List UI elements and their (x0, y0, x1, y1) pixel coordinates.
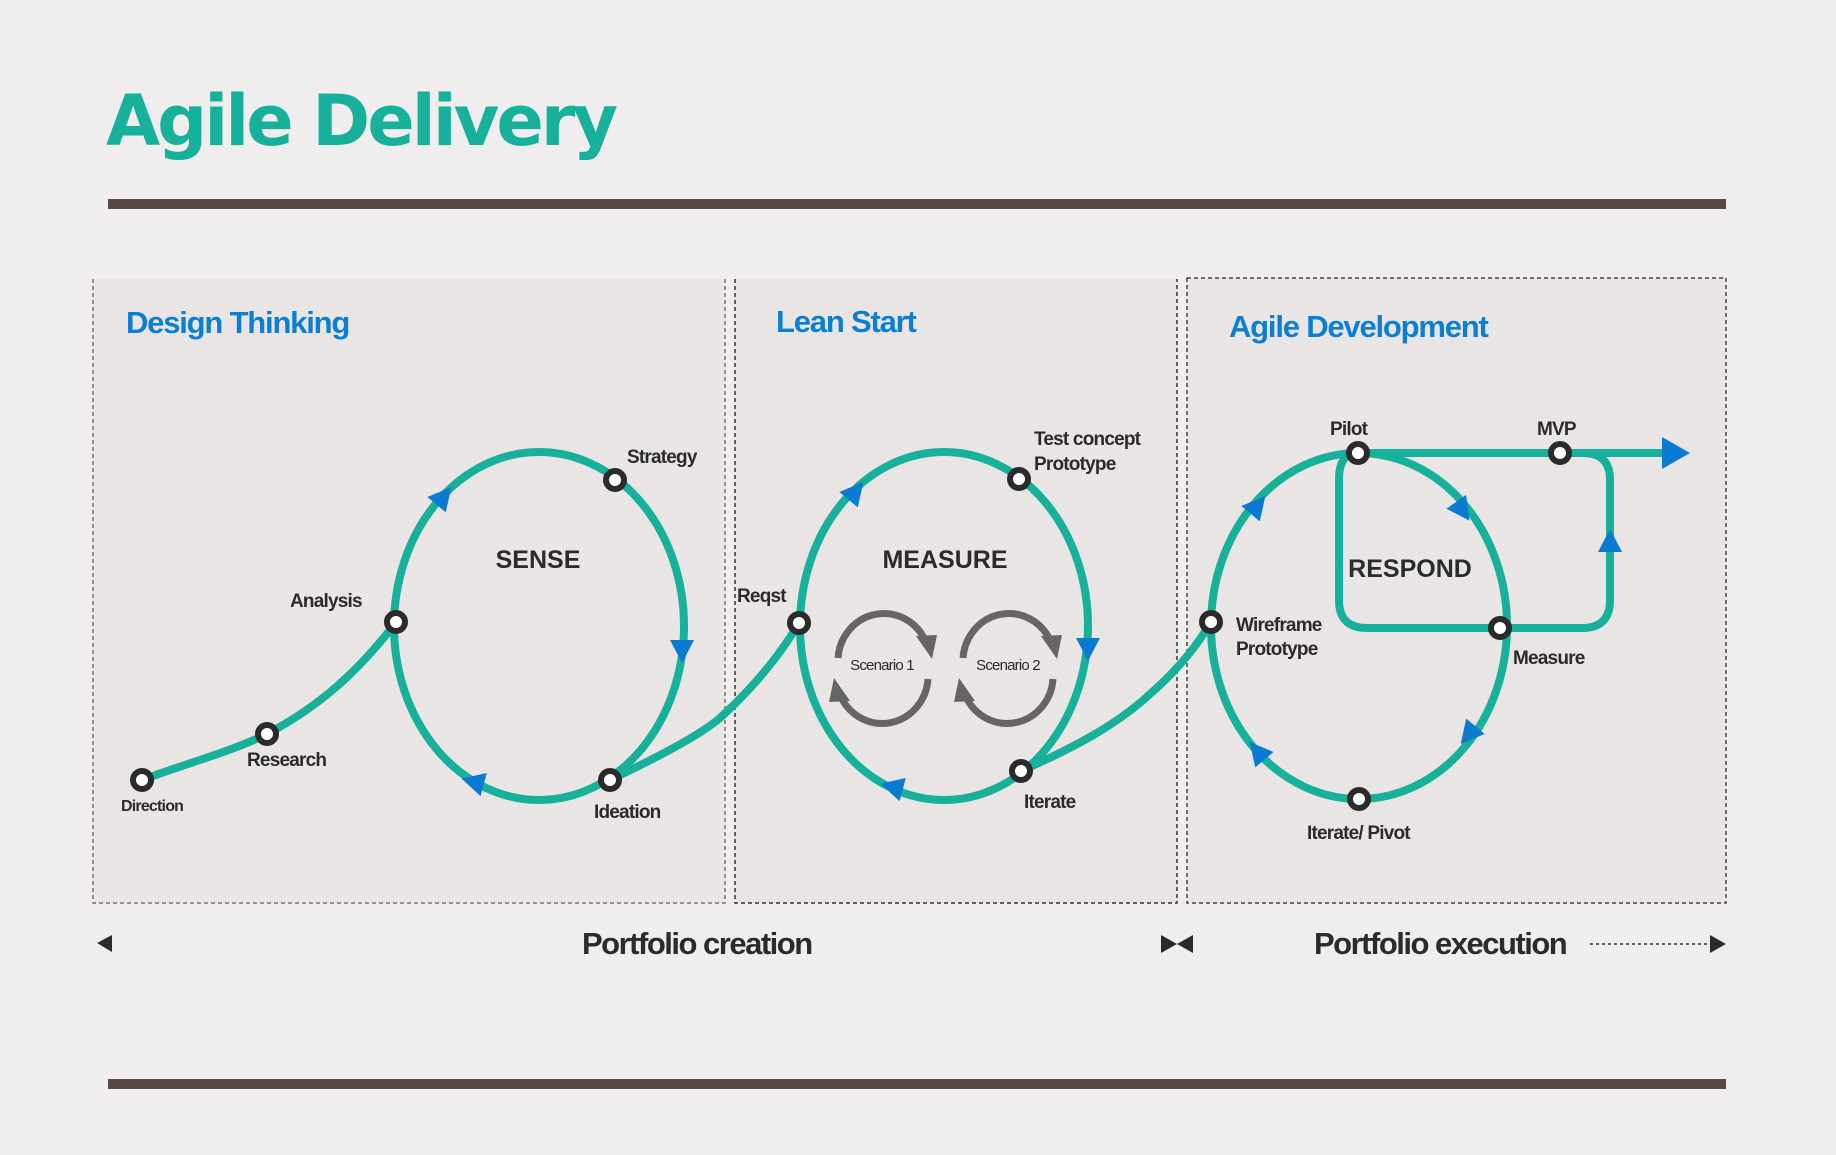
arrow-icon (1460, 718, 1485, 744)
node-analysis[interactable] (384, 610, 408, 634)
node-test-concept[interactable] (1007, 467, 1031, 491)
scenario-2-label: Scenario 2 (976, 657, 1040, 674)
nodes (130, 441, 1572, 811)
arrow-icon (1241, 496, 1266, 522)
refresh-arrow-icon (916, 635, 937, 659)
node-research[interactable] (255, 722, 279, 746)
respond-inner-loop (1335, 449, 1614, 632)
exit-arrow-icon (1662, 437, 1690, 469)
page-title: Agile Delivery (106, 80, 618, 162)
timeline-phase-marker-icon (1177, 935, 1193, 953)
node-reqst[interactable] (787, 611, 811, 635)
label-pilot: Pilot (1330, 419, 1369, 440)
refresh-arrow-icon (1041, 635, 1062, 659)
panel-agile-development (1187, 278, 1726, 903)
panel-border-lean-start (734, 279, 1178, 904)
arrow-icon (461, 772, 487, 797)
panel-design-thinking (93, 279, 725, 903)
timeline-end-arrow-icon (1710, 935, 1726, 953)
arrow-icon (427, 487, 452, 513)
timeline: Portfolio creation Portfolio execution (97, 926, 1726, 961)
footer-divider (108, 1079, 1726, 1089)
node-strategy[interactable] (603, 468, 627, 492)
timeline-start-arrow-icon (97, 935, 112, 952)
node-measure[interactable] (1488, 616, 1512, 640)
label-mvp: MVP (1537, 419, 1577, 440)
scenario-1-top-arc (834, 610, 929, 659)
scenario-2-bottom-arc (962, 678, 1057, 727)
node-direction[interactable] (130, 768, 154, 792)
scenario-1-bottom-arc (837, 678, 932, 727)
node-pilot[interactable] (1346, 441, 1370, 465)
arrow-icon (839, 482, 864, 508)
section-heading-agile-development: Agile Development (1229, 309, 1489, 344)
label-test-prototype: Prototype (1034, 454, 1116, 475)
timeline-phase-marker-icon (1161, 935, 1177, 953)
label-iterate-pivot: Iterate/ Pivot (1307, 823, 1411, 844)
arrow-icon (1249, 742, 1274, 768)
node-mvp[interactable] (1548, 441, 1572, 465)
arrow-icon (1598, 529, 1622, 552)
panel-border-design-thinking (92, 279, 726, 904)
arrow-icon (1446, 494, 1470, 521)
panels (92, 277, 1727, 904)
refresh-arrow-icon (954, 678, 975, 702)
path-ideation-to-reqst (606, 619, 803, 784)
arrow-icon (880, 777, 906, 802)
label-test-concept: Test concept (1034, 429, 1142, 450)
section-heading-lean-start: Lean Start (776, 304, 916, 339)
timeline-portfolio-execution: Portfolio execution (1314, 926, 1567, 961)
path-iterate-to-wireframe (1017, 618, 1215, 775)
arrow-icon (670, 640, 694, 663)
label-ideation: Ideation (594, 802, 661, 823)
label-analysis: Analysis (290, 591, 362, 612)
arrow-icon (1076, 638, 1100, 661)
section-heading-design-thinking: Design Thinking (126, 305, 349, 340)
label-direction: Direction (121, 798, 183, 815)
scenario-2-top-arc (959, 610, 1054, 659)
node-iterate[interactable] (1009, 759, 1033, 783)
label-research: Research (247, 750, 326, 771)
label-wireframe-prototype: Prototype (1236, 639, 1318, 660)
label-reqst: Reqst (737, 586, 787, 607)
cycle-label-respond: RESPOND (1348, 555, 1472, 583)
title-divider (108, 199, 1726, 209)
cycle-label-measure: MEASURE (882, 546, 1007, 574)
direction-arrows (427, 437, 1690, 802)
node-wireframe[interactable] (1199, 610, 1223, 634)
label-wireframe: Wireframe (1236, 615, 1322, 636)
label-iterate: Iterate (1024, 792, 1076, 813)
label-strategy: Strategy (627, 447, 698, 468)
refresh-arrow-icon (829, 678, 850, 702)
node-iterate-pivot[interactable] (1347, 787, 1371, 811)
timeline-portfolio-creation: Portfolio creation (582, 926, 812, 961)
panel-border-agile-development (1186, 277, 1727, 904)
scenario-1-label: Scenario 1 (850, 657, 914, 674)
cycle-label-sense: SENSE (496, 546, 581, 574)
scenario-loops (834, 610, 1057, 727)
node-ideation[interactable] (598, 768, 622, 792)
label-measure: Measure (1513, 648, 1585, 669)
